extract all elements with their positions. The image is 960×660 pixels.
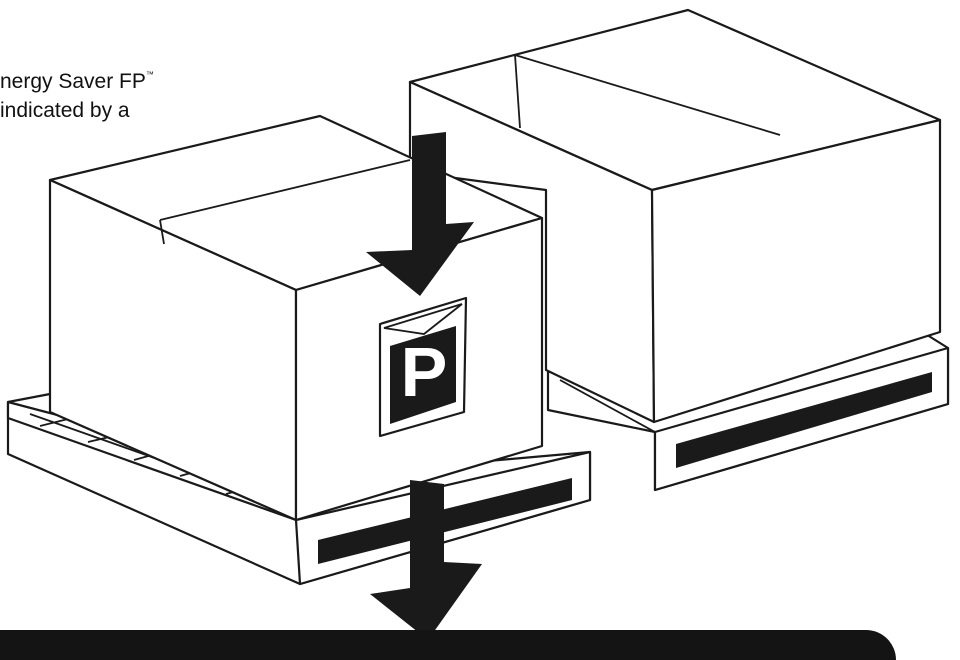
right-pallet-slot xyxy=(676,372,932,468)
p-label-icon: P xyxy=(378,296,468,438)
caption-text: nergy Saver FP™ indicated by a xyxy=(0,60,154,125)
left-pallet-slot xyxy=(318,478,572,564)
down-arrow-icon xyxy=(366,132,474,296)
trademark-symbol: ™ xyxy=(145,70,154,79)
right-box xyxy=(408,8,942,424)
p-label-letter: P xyxy=(401,333,448,411)
caption-line-2: indicated by a xyxy=(0,99,130,122)
caption-line-1: nergy Saver FP™ xyxy=(0,70,154,93)
bottom-banner xyxy=(0,630,896,660)
down-arrow-icon xyxy=(370,480,482,640)
